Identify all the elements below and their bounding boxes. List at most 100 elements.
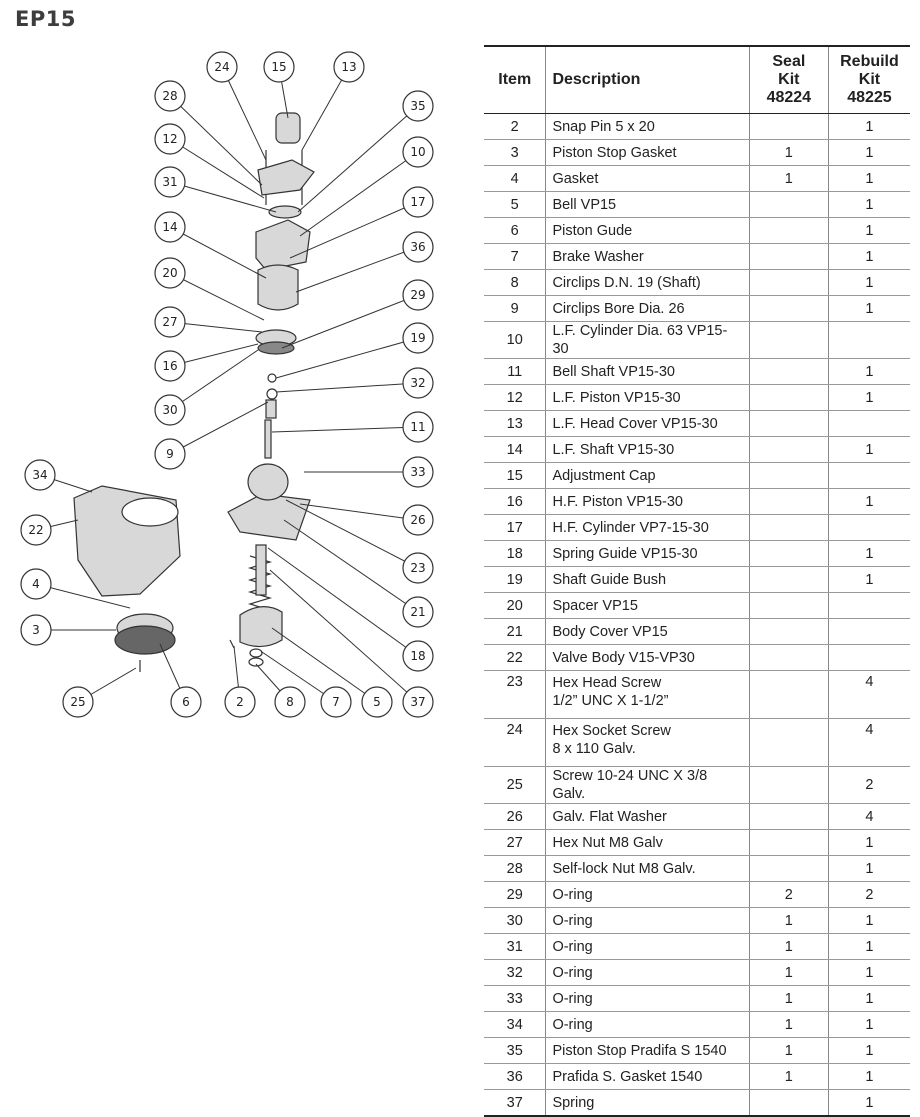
item-cell: 34 (484, 1011, 546, 1038)
callout-number: 6 (182, 695, 190, 709)
callout-bubble: 10 (402, 136, 434, 168)
parts-table: Item Description Seal Kit 48224 Rebuild … (484, 45, 910, 1117)
callout-circle (154, 438, 186, 470)
seal-kit-qty-cell (748, 462, 829, 489)
callout-circle (402, 136, 434, 168)
item-cell: 15 (484, 462, 546, 489)
rebuild-kit-qty-cell (827, 618, 910, 645)
body-cover-top-part (247, 463, 289, 501)
callout-leader-line (295, 246, 419, 293)
description-cell: Hex Head Screw 1/2” UNC X 1-1/2” (545, 670, 750, 719)
callout-bubble: 29 (402, 279, 434, 311)
rebuild-kit-qty-cell: 1 (827, 358, 910, 385)
rebuild-kit-qty-cell: 1 (827, 165, 910, 192)
seal-kit-qty-cell (748, 644, 829, 671)
item-cell: 32 (484, 959, 546, 986)
description-cell: H.F. Cylinder VP7-15-30 (545, 514, 750, 541)
rebuild-kit-qty-cell: 1 (827, 269, 910, 296)
callout-number: 27 (162, 315, 177, 329)
callout-bubble: 6 (170, 686, 202, 718)
description-cell: Circlips D.N. 19 (Shaft) (545, 269, 750, 296)
seal-kit-qty-cell (748, 410, 829, 437)
brake-washer-part (249, 648, 263, 658)
seal-kit-qty-cell: 1 (748, 1037, 829, 1064)
callout-bubble: 35 (402, 90, 434, 122)
item-cell: 27 (484, 829, 546, 856)
description-cell: Circlips Bore Dia. 26 (545, 295, 750, 322)
description-cell: Spring (545, 1089, 750, 1117)
callout-leader-line (299, 151, 419, 237)
callout-number: 22 (28, 523, 43, 537)
seal-kit-qty-cell (748, 718, 829, 767)
callout-bubble: 17 (402, 186, 434, 218)
callout-bubble: 15 (263, 51, 295, 83)
item-cell: 26 (484, 803, 546, 830)
rebuild-kit-qty-cell: 4 (827, 718, 910, 767)
callout-bubble: 31 (154, 166, 186, 198)
rebuild-kit-qty-cell (827, 462, 910, 489)
item-cell: 25 (484, 766, 546, 804)
description-cell: Spacer VP15 (545, 592, 750, 619)
header-seal-line: Seal (772, 53, 806, 70)
callout-number: 17 (410, 195, 425, 209)
callout-circle (402, 186, 434, 218)
callout-circle (62, 686, 94, 718)
callout-number: 29 (410, 288, 425, 302)
seal-kit-qty-cell (748, 358, 829, 385)
callout-circle (24, 459, 56, 491)
seal-kit-qty-cell (748, 829, 829, 856)
callout-circle (402, 640, 434, 672)
seal-kit-qty-cell (748, 766, 829, 804)
callout-number: 25 (70, 695, 85, 709)
piston-guide-gasket-part (114, 625, 176, 655)
callout-bubble: 37 (402, 686, 434, 718)
callout-bubble: 14 (154, 211, 186, 243)
description-cell: Prafida S. Gasket 1540 (545, 1063, 750, 1090)
description-cell: Gasket (545, 165, 750, 192)
rebuild-kit-qty-cell: 4 (827, 803, 910, 830)
callout-bubble: 36 (402, 231, 434, 263)
seal-kit-qty-cell (748, 803, 829, 830)
header-rebuild-kit: Rebuild Kit 48225 (827, 45, 910, 114)
item-cell: 3 (484, 139, 546, 166)
callout-leader-line (169, 272, 265, 321)
rebuild-kit-qty-cell: 1 (827, 384, 910, 411)
seal-kit-qty-cell (748, 113, 829, 140)
valve-body-port-part (121, 497, 179, 527)
callout-circle (154, 394, 186, 426)
item-cell: 2 (484, 113, 546, 140)
callout-leader-line (289, 201, 419, 259)
rebuild-kit-qty-cell: 2 (827, 881, 910, 908)
seal-kit-qty-cell: 2 (748, 881, 829, 908)
callout-circle (20, 614, 52, 646)
description-cell: L.F. Piston VP15-30 (545, 384, 750, 411)
page-title: EP15 (15, 7, 76, 31)
callout-bubble: 27 (154, 306, 186, 338)
description-cell: Galv. Flat Washer (545, 803, 750, 830)
lf-cylinder-part (255, 219, 311, 271)
item-cell: 16 (484, 488, 546, 515)
callout-bubble: 30 (154, 394, 186, 426)
callout-number: 28 (162, 89, 177, 103)
rebuild-kit-qty-cell: 1 (827, 191, 910, 218)
seal-kit-qty-cell: 1 (748, 933, 829, 960)
description-cell: L.F. Shaft VP15-30 (545, 436, 750, 463)
